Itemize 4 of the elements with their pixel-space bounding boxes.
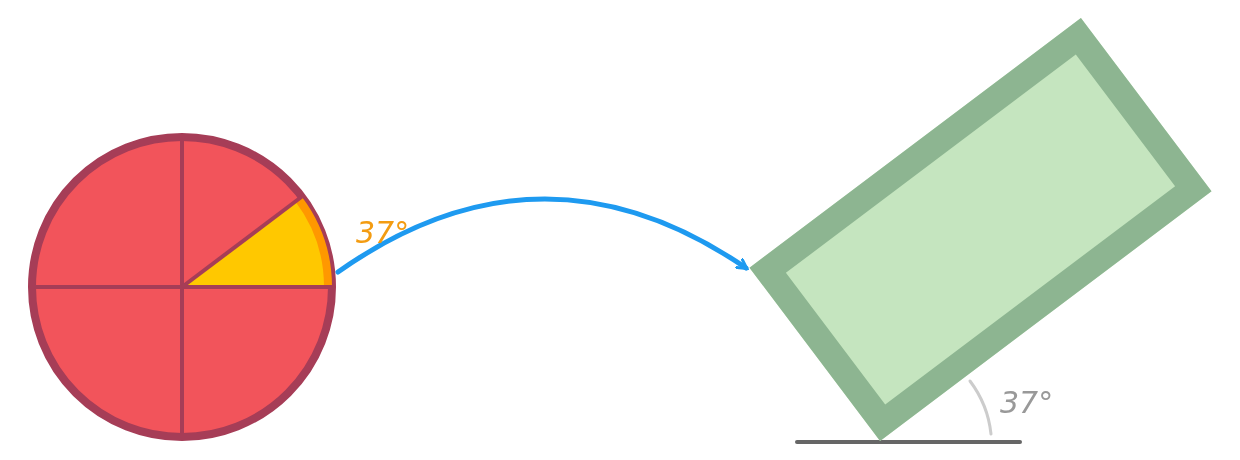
pie-chart <box>28 133 336 441</box>
angle-label: 37° <box>356 214 410 252</box>
angle-label: 37° <box>1000 384 1054 422</box>
curved-arrow <box>335 196 749 275</box>
